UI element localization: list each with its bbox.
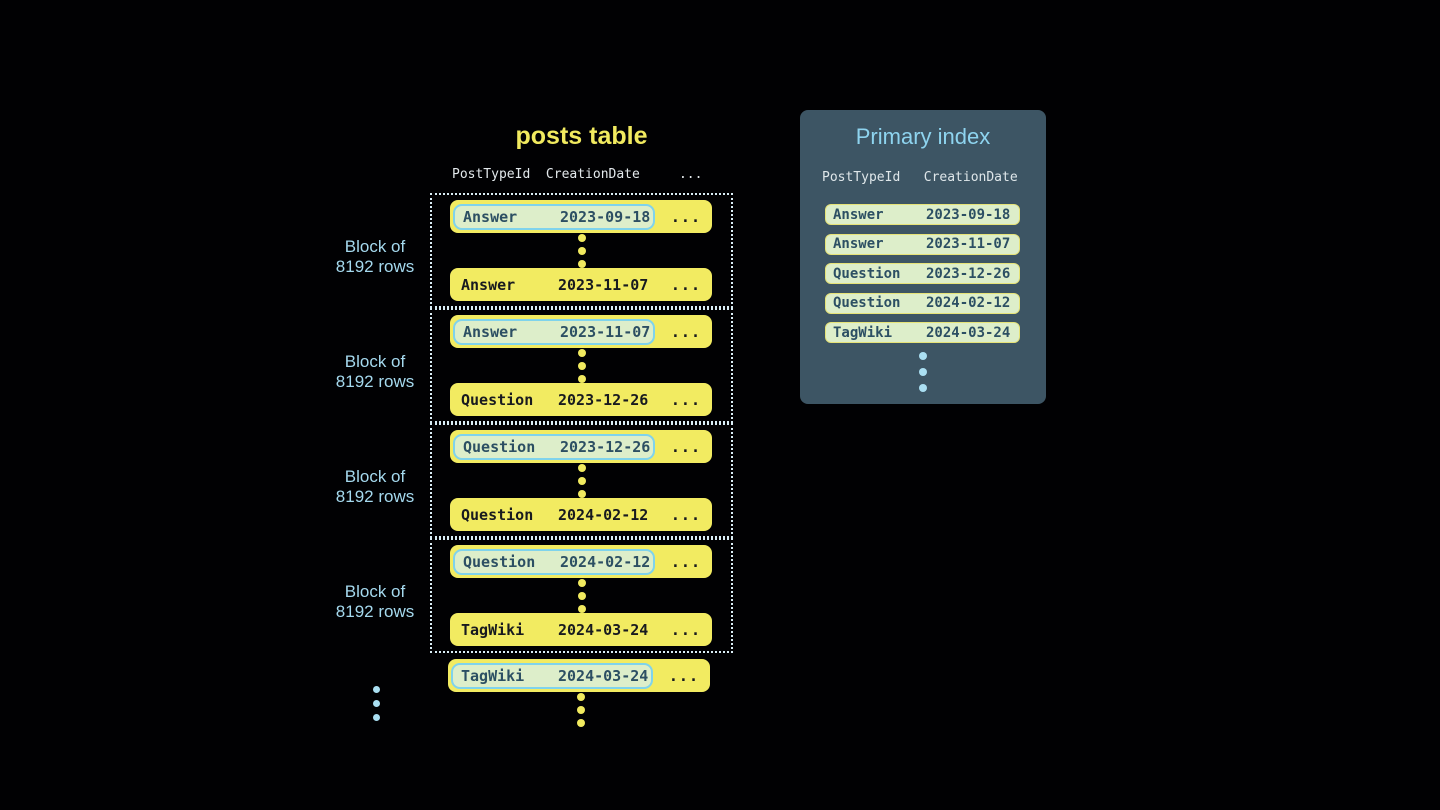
post-type-value: Question [463, 552, 536, 571]
post-type-value: Answer [461, 275, 516, 294]
posts-table-column-headers: PostTypeId CreationDate ... [452, 167, 703, 182]
block-label-line1: Block of [344, 582, 406, 601]
creation-date-value: 2023-12-26 [560, 437, 651, 456]
table-row: Question 2023-12-26 ... [450, 383, 712, 416]
highlighted-index-cell: TagWiki 2024-03-24 [451, 662, 653, 689]
block-label-line2: 8192 rows [335, 257, 415, 276]
primary-index-panel: Primary index PostTypeId CreationDate An… [800, 110, 1046, 404]
ellipsis-cell: ... [670, 552, 701, 571]
table-row: Answer 2023-11-07 ... [450, 315, 712, 348]
index-row: Question 2023-12-26 [825, 263, 1020, 285]
creation-date-value: 2024-03-24 [926, 324, 1011, 341]
block-label: Block of 8192 rows [295, 352, 455, 392]
block-1: Answer 2023-09-18 ... Answer 2023-11-07 ..… [430, 193, 733, 308]
index-row: Answer 2023-11-07 [825, 233, 1020, 255]
row-ellipsis-dots [577, 233, 586, 268]
index-row: TagWiki 2024-03-24 [825, 322, 1020, 344]
block-3: Question 2023-12-26 ... Question 2024-02-1… [430, 423, 733, 538]
creation-date-value: 2023-12-26 [926, 265, 1011, 282]
ellipsis-cell: ... [670, 437, 701, 456]
post-type-value: Question [463, 437, 536, 456]
post-type-value: Answer [463, 322, 518, 341]
table-row: Answer 2023-11-07 ... [450, 268, 712, 301]
block-2: Answer 2023-11-07 ... Question 2023-12-26 … [430, 308, 733, 423]
block-label-line1: Block of [344, 237, 406, 256]
post-type-value: Question [833, 265, 901, 282]
post-type-value: TagWiki [461, 666, 525, 685]
ellipsis-cell: ... [670, 275, 701, 294]
post-type-value: Answer [833, 236, 884, 253]
post-type-value: Question [461, 390, 534, 409]
table-row: Question 2024-02-12 ... [450, 545, 712, 578]
creation-date-value: 2023-09-18 [560, 207, 651, 226]
index-row: Answer 2023-09-18 [825, 204, 1020, 225]
block-label-line2: 8192 rows [335, 487, 415, 506]
creation-date-value: 2023-11-07 [558, 275, 649, 294]
blocks-continuation-dots [354, 686, 398, 721]
row-ellipsis-dots [577, 463, 586, 498]
creation-date-value: 2024-02-12 [560, 552, 651, 571]
creation-date-value: 2023-11-07 [926, 236, 1011, 253]
block-label: Block of 8192 rows [295, 467, 455, 507]
table-row: Answer 2023-09-18 ... [450, 200, 712, 233]
table-row: TagWiki 2024-03-24 ... [450, 613, 712, 646]
ellipsis-cell: ... [670, 505, 701, 524]
table-row: Question 2024-02-12 ... [450, 498, 712, 531]
post-type-value: Question [833, 295, 901, 312]
block-label: Block of 8192 rows [295, 582, 455, 622]
ellipsis-cell: ... [670, 620, 701, 639]
primary-index-title: Primary index [855, 124, 991, 149]
block-label-line1: Block of [344, 467, 406, 486]
index-row: Question 2024-02-12 [825, 292, 1020, 314]
post-type-value: Answer [463, 207, 518, 226]
post-type-value: Answer [833, 206, 884, 223]
creation-date-value: 2023-11-07 [560, 322, 651, 341]
highlighted-index-cell: Question 2024-02-12 [453, 548, 655, 575]
index-continuation-dots [901, 352, 945, 392]
primary-index-rows: Answer 2023-09-18 Answer 2023-11-07 Questi… [825, 204, 1020, 352]
creation-date-value: 2023-09-18 [926, 206, 1011, 223]
table-row-overflow: TagWiki 2024-03-24 ... [448, 659, 710, 692]
highlighted-index-cell: Answer 2023-09-18 [453, 203, 655, 230]
post-type-value: TagWiki [833, 324, 893, 341]
creation-date-value: 2024-02-12 [558, 505, 649, 524]
post-type-value: Question [461, 505, 534, 524]
block-label-line1: Block of [344, 352, 406, 371]
block-label-line2: 8192 rows [335, 602, 415, 621]
table-row: Question 2023-12-26 ... [450, 430, 712, 463]
block-label-line2: 8192 rows [335, 372, 415, 391]
ellipsis-cell: ... [670, 207, 701, 226]
highlighted-index-cell: Answer 2023-11-07 [453, 318, 655, 345]
ellipsis-cell: ... [670, 322, 701, 341]
highlighted-index-cell: Question 2023-12-26 [453, 433, 655, 460]
block-4: Question 2024-02-12 ... TagWiki 2024-03-24… [430, 538, 733, 653]
creation-date-value: 2024-03-24 [558, 620, 649, 639]
creation-date-value: 2024-03-24 [558, 666, 649, 685]
ellipsis-cell: ... [668, 666, 699, 685]
posts-table-title: posts table [515, 122, 648, 150]
ellipsis-cell: ... [670, 390, 701, 409]
creation-date-value: 2023-12-26 [558, 390, 649, 409]
block-label: Block of 8192 rows [295, 237, 455, 277]
creation-date-value: 2024-02-12 [926, 295, 1011, 312]
row-ellipsis-dots [577, 578, 586, 613]
table-continuation-dots [559, 693, 603, 727]
primary-index-column-headers: PostTypeId CreationDate [822, 170, 1018, 185]
post-type-value: TagWiki [461, 620, 525, 639]
row-ellipsis-dots [577, 348, 586, 383]
